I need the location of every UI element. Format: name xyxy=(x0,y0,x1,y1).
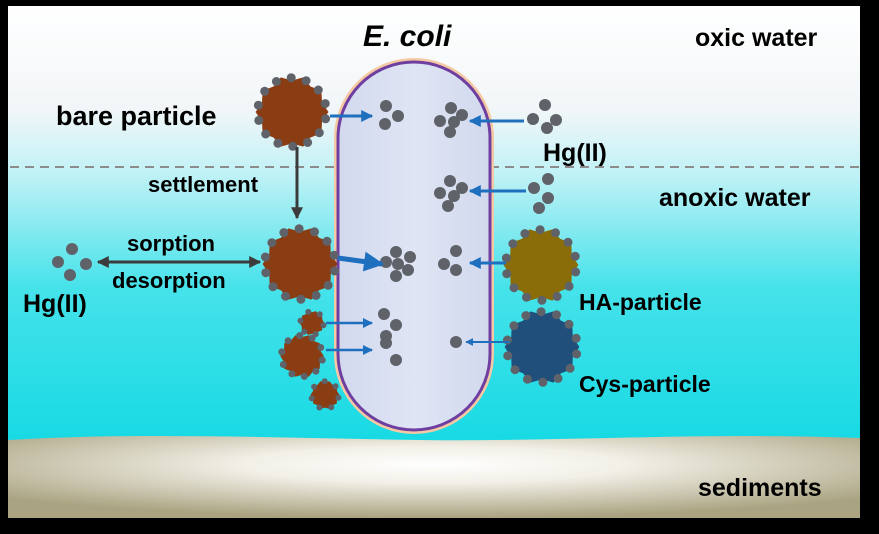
cys-particle-label: Cys-particle xyxy=(579,371,711,397)
small-particle-3 xyxy=(308,378,342,411)
hg-cluster-cell-medium xyxy=(380,337,402,366)
settlement-label: settlement xyxy=(148,172,259,197)
sorbed-particle xyxy=(260,224,340,304)
hg-cluster-cell-top-right xyxy=(434,102,468,138)
hg-cluster-cell-ha xyxy=(438,245,462,276)
small-particle-2 xyxy=(278,332,326,380)
ecoli-title: E. coli xyxy=(363,20,452,53)
oxic-water-label: oxic water xyxy=(695,24,818,52)
hg-left-label: Hg(II) xyxy=(23,290,87,318)
bare-particle-label: bare particle xyxy=(56,101,217,131)
hg-cluster-cell-top-left xyxy=(379,100,404,130)
small-particle-1 xyxy=(297,308,327,338)
hg-cluster-oxic-outside xyxy=(527,99,562,134)
sediments-label: sediments xyxy=(698,474,822,502)
arrow-sorbed-into-cell xyxy=(337,251,384,272)
hg-right-label: Hg(II) xyxy=(543,139,607,167)
sorption-label: sorption xyxy=(127,231,215,256)
cys-particle xyxy=(502,307,582,387)
ha-particle xyxy=(501,225,581,305)
ha-particle-label: HA-particle xyxy=(579,289,702,315)
particles xyxy=(52,73,582,411)
bare-particle xyxy=(253,73,331,151)
anoxic-water-label: anoxic water xyxy=(659,184,811,212)
sediment-layer xyxy=(8,435,860,518)
hg-cluster-cell-anoxic xyxy=(434,175,468,212)
hg-cluster-cell-cys xyxy=(450,336,462,348)
desorption-label: desorption xyxy=(112,268,226,293)
hg-cluster-left-water xyxy=(52,243,92,281)
hg-cluster-anoxic-outside xyxy=(528,173,554,214)
